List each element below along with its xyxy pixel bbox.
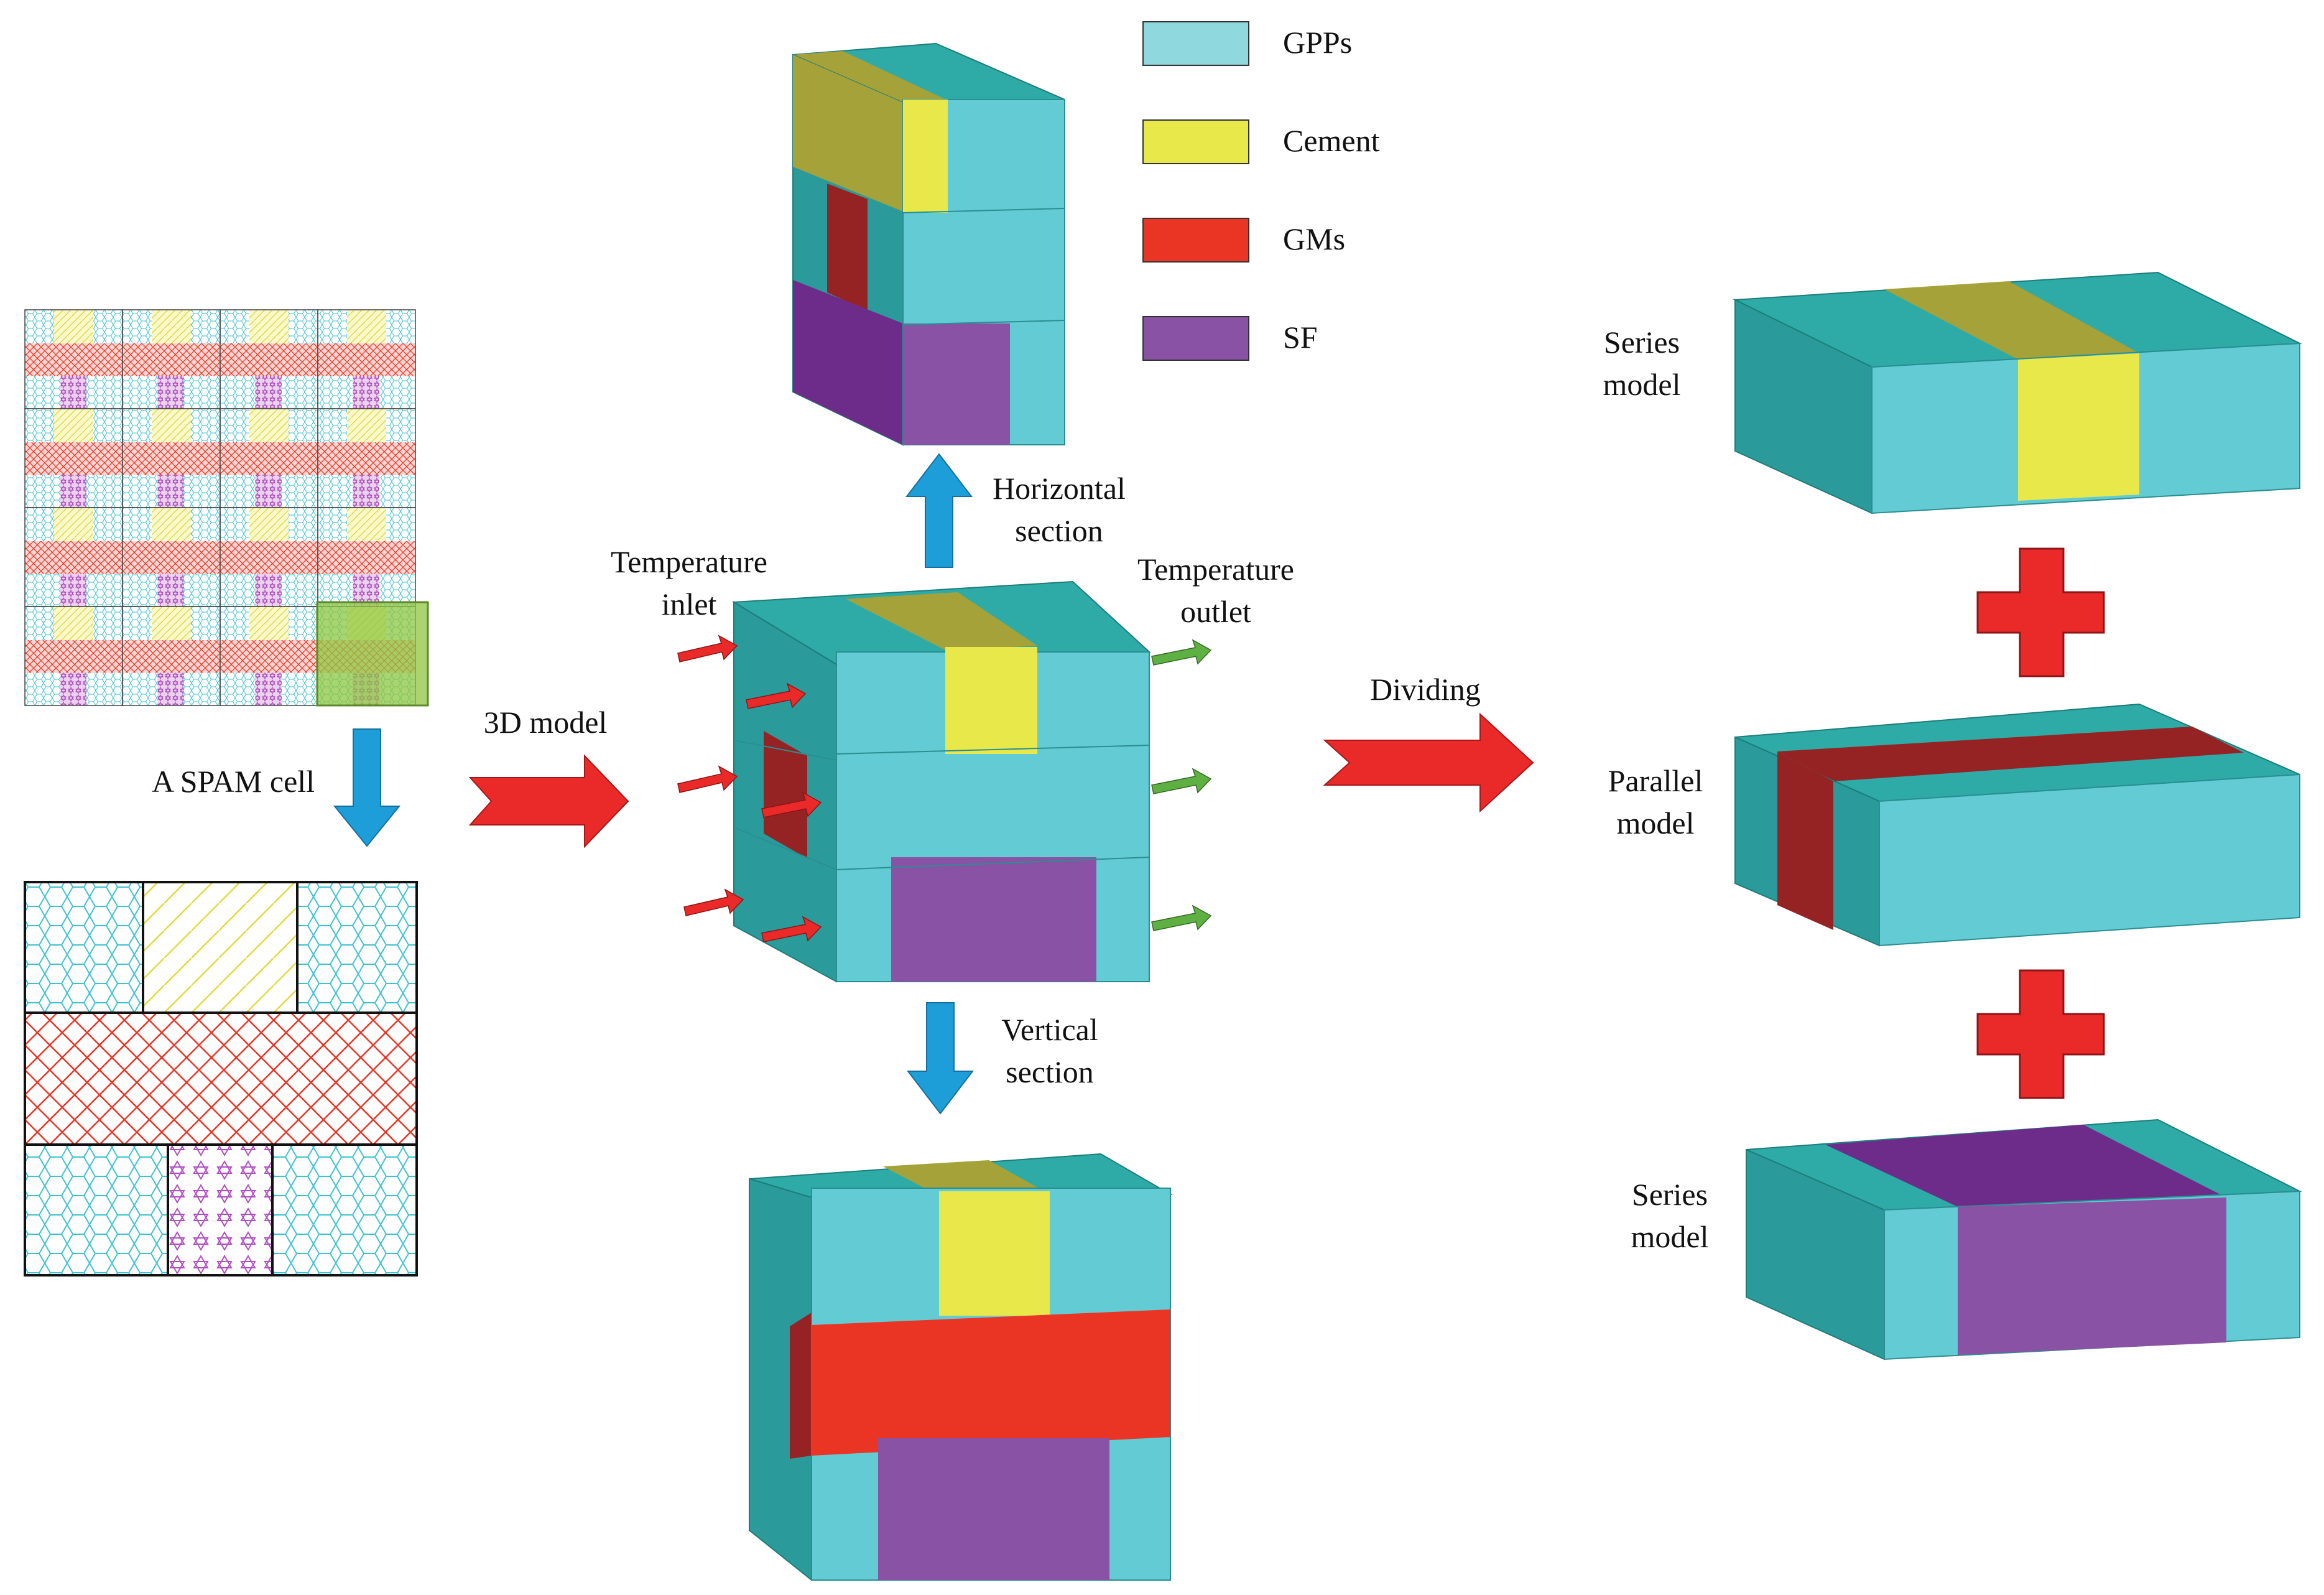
parallel-model-block [1734, 703, 2300, 947]
legend-swatch-gpps [1142, 21, 1249, 66]
arrow-dividing [1323, 712, 1534, 813]
label-parallel-model-line2: model [1617, 806, 1695, 840]
label-dividing: Dividing [1370, 672, 1481, 707]
plus-icon-1 [1976, 547, 2105, 677]
series-model-top-block [1733, 271, 2302, 514]
label-3d-model: 3D model [484, 705, 608, 740]
temperature-outlet-arrows [1151, 639, 1212, 931]
legend-label-gms: GMs [1283, 221, 1345, 256]
label-parallel-model-line1: Parallel [1608, 763, 1703, 798]
legend-swatch-sf [1142, 316, 1249, 361]
unit-cell-highlight [316, 601, 429, 707]
legend-swatch-cement [1142, 119, 1249, 164]
label-spam-cell: A SPAM cell [152, 764, 315, 799]
label-temperature-outlet-line1: Temperature [1137, 552, 1294, 587]
label-temperature-inlet-line2: inlet [662, 587, 717, 621]
label-temperature-inlet-line1: Temperature [611, 544, 767, 579]
label-series-model-top-line1: Series [1604, 325, 1680, 360]
label-vertical-section-line2: section [1006, 1054, 1094, 1089]
label-series-model-bottom-line2: model [1631, 1219, 1709, 1254]
legend-label-cement: Cement [1283, 123, 1380, 158]
cube-3d-model [731, 580, 1151, 983]
label-vertical-section-line1: Vertical [1001, 1012, 1098, 1047]
horizontal-section-block [792, 42, 1065, 446]
legend-label-sf: SF [1283, 320, 1318, 355]
plus-icon-2 [1976, 969, 2105, 1099]
vertical-section-block [749, 1153, 1173, 1582]
arrow-down-spam-cell [333, 728, 401, 847]
arrow-to-3d-model [468, 754, 629, 849]
arrow-down-vertical-section [906, 1002, 975, 1115]
label-temperature-outlet-line2: outlet [1180, 594, 1251, 629]
arrow-up-horizontal-section [905, 453, 973, 568]
spam-microstructure-grid [24, 309, 416, 706]
legend-swatch-gms [1142, 218, 1249, 263]
legend-label-gpps: GPPs [1283, 25, 1352, 60]
label-horizontal-section-line2: section [1015, 513, 1103, 548]
label-horizontal-section-line1: Horizontal [993, 471, 1126, 506]
label-series-model-top-line2: model [1603, 367, 1681, 402]
temperature-inlet-arrows [677, 635, 822, 942]
spam-cell-enlarged [24, 881, 418, 1276]
label-series-model-bottom-line1: Series [1632, 1177, 1708, 1212]
series-model-bottom-block [1746, 1118, 2302, 1360]
